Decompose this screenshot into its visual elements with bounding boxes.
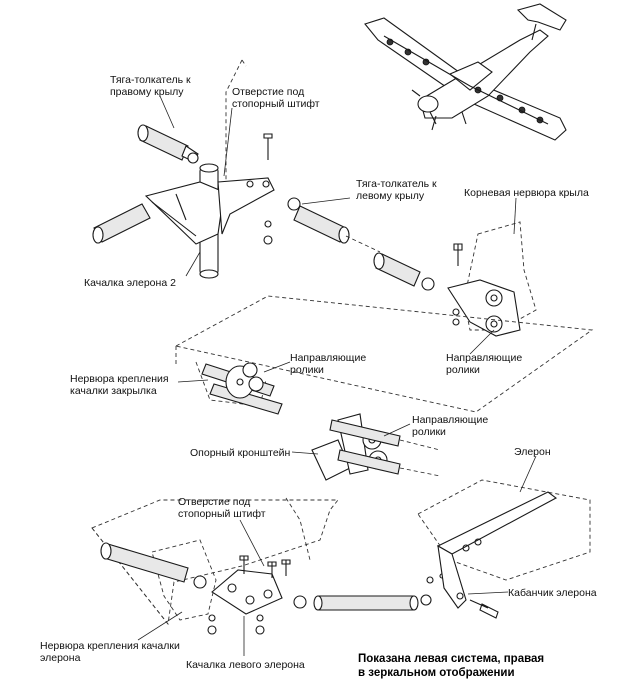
label-line: стопорный штифт bbox=[232, 98, 320, 110]
guide-roller-plane bbox=[174, 295, 594, 415]
label-line: ролики bbox=[290, 364, 324, 376]
label-pushrod-left-wing: Тяга-толкатель к левому крылу bbox=[356, 178, 437, 202]
label-line: Корневая нервюра крыла bbox=[464, 187, 589, 199]
label-line: Кабанчик элерона bbox=[508, 587, 597, 599]
label-line: Качалка элерона 2 bbox=[84, 277, 176, 289]
label-line: Элерон bbox=[514, 446, 551, 458]
label-aileron-bellcrank-2: Качалка элерона 2 bbox=[84, 277, 176, 289]
label-support-bracket: Опорный кронштейн bbox=[190, 447, 290, 459]
label-guide-rollers-center: Направляющие ролики bbox=[446, 352, 522, 376]
aileron-horn-assembly bbox=[417, 479, 591, 619]
label-aileron-bellcrank-rib: Нервюра крепления качалки элерона bbox=[40, 640, 180, 664]
mirror-note: Показана левая система, правая в зеркаль… bbox=[358, 652, 544, 680]
wing-root-rib-assembly bbox=[447, 221, 537, 337]
label-lock-pin-hole-top: Отверстие под стопорный штифт bbox=[232, 86, 320, 110]
label-line: стопорный штифт bbox=[178, 508, 266, 520]
label-aileron-horn: Кабанчик элерона bbox=[508, 587, 597, 599]
label-left-aileron-bellcrank: Качалка левого элерона bbox=[186, 659, 305, 671]
label-wing-root-rib: Корневая нервюра крыла bbox=[464, 187, 589, 199]
label-line: качалки закрылка bbox=[70, 385, 157, 397]
label-line: Отверстие под bbox=[232, 86, 305, 98]
label-line: элерона bbox=[40, 652, 81, 664]
label-line: Качалка левого элерона bbox=[186, 659, 305, 671]
support-bracket-assembly bbox=[311, 413, 441, 481]
label-line: Нервюра крепления bbox=[70, 373, 169, 385]
label-flap-bellcrank-rib: Нервюра крепления качалки закрылка bbox=[70, 373, 169, 397]
label-pushrod-right-wing: Тяга-толкатель к правому крылу bbox=[110, 74, 191, 98]
label-line: Отверстие под bbox=[178, 496, 251, 508]
label-line: Нервюра крепления качалки bbox=[40, 640, 180, 652]
label-line: Направляющие bbox=[290, 352, 367, 364]
label-line: ролики bbox=[446, 364, 480, 376]
label-line: ролики bbox=[412, 426, 446, 438]
bellcrank-2-assembly bbox=[92, 59, 435, 291]
label-line: Направляющие bbox=[412, 414, 489, 426]
label-guide-rollers-right: Направляющие ролики bbox=[290, 352, 366, 376]
note-line: Показана левая система, правая bbox=[358, 653, 545, 665]
label-line: левому крылу bbox=[356, 190, 425, 202]
label-aileron: Элерон bbox=[514, 446, 551, 458]
label-line: правому крылу bbox=[110, 86, 184, 98]
label-guide-rollers-mid: Направляющие ролики bbox=[412, 414, 488, 438]
aircraft-thumbnail bbox=[364, 3, 567, 141]
label-line: Тяга-толкатель к bbox=[110, 74, 191, 86]
label-line: Направляющие bbox=[446, 352, 523, 364]
label-line: Тяга-толкатель к bbox=[356, 178, 437, 190]
leader-lines bbox=[137, 95, 537, 656]
label-lock-pin-hole-bottom: Отверстие под стопорный штифт bbox=[178, 496, 266, 520]
label-line: Опорный кронштейн bbox=[190, 447, 291, 459]
note-line: в зеркальном отображении bbox=[358, 667, 515, 679]
left-bellcrank-assembly bbox=[91, 497, 445, 635]
